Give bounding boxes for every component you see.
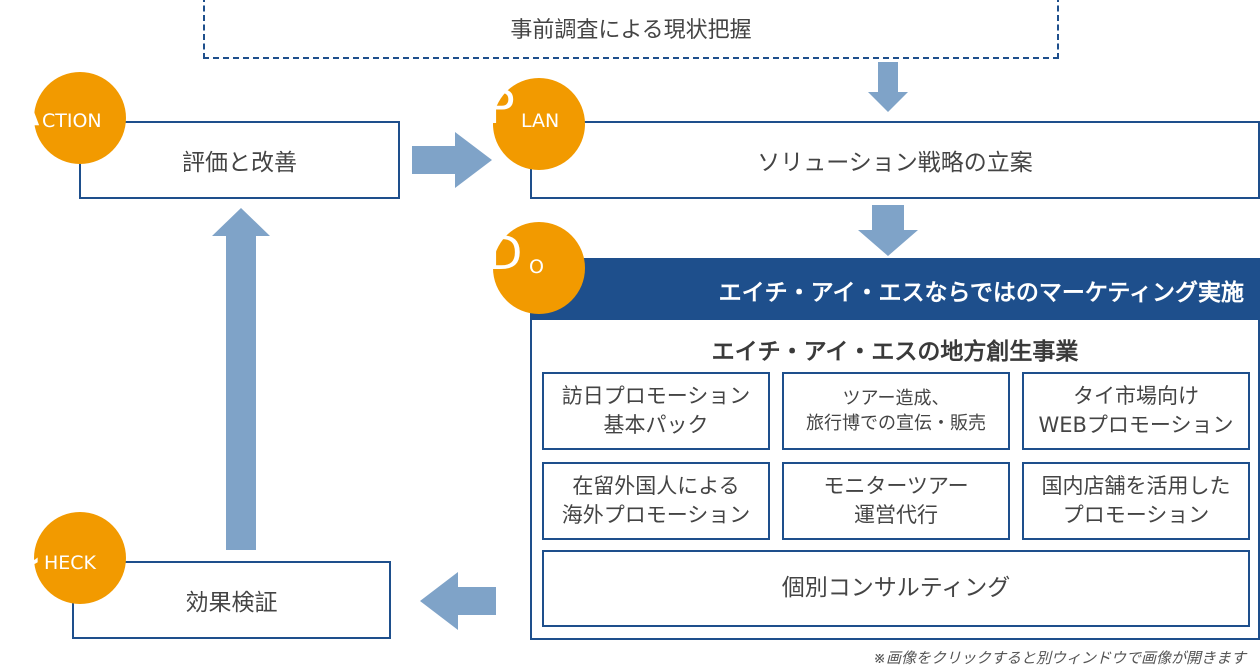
check-rest: HECK (44, 552, 97, 574)
service-item: タイ市場向け WEBプロモーション (1022, 372, 1250, 450)
service-item: モニターツアー 運営代行 (782, 462, 1010, 540)
do-badge: D O (487, 222, 585, 314)
plan-initial: P (487, 80, 515, 134)
arrow-action-to-plan (412, 132, 492, 188)
service-item: 在留外国人による 海外プロモーション (542, 462, 770, 540)
do-subtitle: エイチ・アイ・エスの地方創生事業 (711, 339, 1079, 365)
service-item: 訪日プロモーション 基本パック (542, 372, 770, 450)
plan-badge: P LAN (487, 78, 585, 170)
do-rest: O (529, 256, 544, 278)
action-box: 評価と改善 (79, 121, 400, 199)
service-item: 国内店舗を活用した プロモーション (1022, 462, 1250, 540)
action-label: 評価と改善 (182, 150, 297, 176)
arrow-research-to-plan (868, 62, 908, 112)
arrow-check-to-action (212, 208, 270, 550)
check-initial: C (8, 522, 41, 576)
research-label: 事前調査による現状把握 (510, 17, 752, 43)
arrow-do-to-check (420, 572, 496, 630)
footnote: ※画像をクリックすると別ウィンドウで画像が開きます (873, 649, 1246, 667)
plan-box: ソリューション戦略の立案 (530, 121, 1260, 199)
do-header: エイチ・アイ・エスならではのマーケティング実施 (532, 260, 1258, 320)
service-item: ツアー造成、 旅行博での宣伝・販売 (782, 372, 1010, 450)
research-box: 事前調査による現状把握 (203, 0, 1059, 59)
plan-label: ソリューション戦略の立案 (757, 150, 1033, 176)
action-rest: CTION (42, 110, 102, 132)
action-badge: A CTION (8, 72, 126, 164)
check-box: 効果検証 (72, 561, 391, 639)
check-badge: C HECK (8, 512, 126, 604)
do-panel: エイチ・アイ・エスならではのマーケティング実施 エイチ・アイ・エスの地方創生事業… (530, 258, 1260, 640)
do-initial: D (487, 226, 523, 280)
arrow-plan-to-do (858, 205, 918, 256)
check-label: 効果検証 (185, 590, 278, 616)
consulting-box: 個別コンサルティング (542, 550, 1250, 627)
action-initial: A (8, 82, 40, 136)
plan-rest: LAN (521, 110, 560, 132)
